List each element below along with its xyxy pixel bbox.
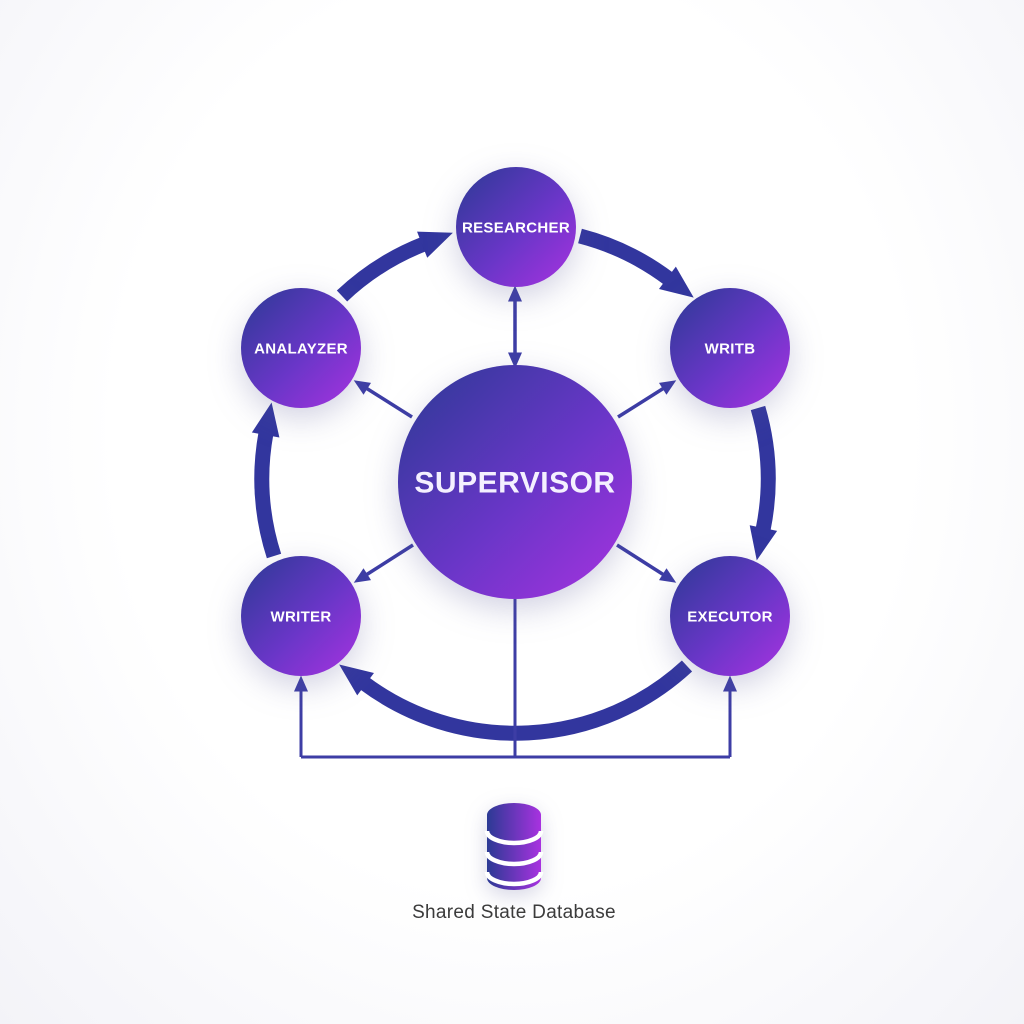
- writer-node: WRITER: [241, 556, 361, 676]
- flow-arrow-analayzer-to-researcher: [336, 231, 453, 302]
- flow-arrow-writb-to-executor: [749, 405, 778, 561]
- writer-circle: [241, 556, 361, 676]
- shared-state-connector: [294, 599, 737, 759]
- database-cylinder-top: [487, 803, 541, 827]
- flow-arrow-writer-to-analayzer: [251, 402, 282, 559]
- database-separator-2: [484, 851, 544, 867]
- writb-circle: [670, 288, 790, 408]
- flow-arrow-executor-to-writer: [339, 660, 693, 741]
- database-icon: [484, 803, 544, 890]
- database-separator-1: [484, 830, 544, 846]
- writb-node: WRITB: [670, 288, 790, 408]
- database-cylinder-body: [487, 815, 541, 890]
- database-separator-3: [484, 871, 544, 887]
- agent-cycle-arrows: [251, 228, 778, 741]
- spoke-arrow-supervisor-executor: [616, 543, 677, 583]
- researcher-label: RESEARCHER: [462, 219, 570, 236]
- spoke-arrow-supervisor-writb: [617, 380, 677, 419]
- spoke-arrow-supervisor-writer: [353, 543, 414, 583]
- flow-arrow-researcher-to-writb: [578, 228, 694, 298]
- writb-label: WRITB: [705, 340, 756, 357]
- analayzer-node: ANALAYZER: [241, 288, 361, 408]
- spoke-arrow-supervisor-analayzer: [353, 380, 413, 419]
- executor-node: EXECUTOR: [670, 556, 790, 676]
- supervisor-label: SUPERVISOR: [414, 467, 615, 500]
- supervisor-node: SUPERVISOR: [398, 365, 632, 599]
- writer-label: WRITER: [271, 608, 332, 625]
- supervisor-spoke-arrows: [353, 285, 677, 583]
- researcher-circle: [456, 167, 576, 287]
- database-label: Shared State Database: [412, 902, 616, 923]
- researcher-node: RESEARCHER: [456, 167, 576, 287]
- executor-circle: [670, 556, 790, 676]
- executor-label: EXECUTOR: [687, 608, 772, 625]
- analayzer-label: ANALAYZER: [254, 340, 348, 357]
- supervisor-circle: [398, 365, 632, 599]
- analayzer-circle: [241, 288, 361, 408]
